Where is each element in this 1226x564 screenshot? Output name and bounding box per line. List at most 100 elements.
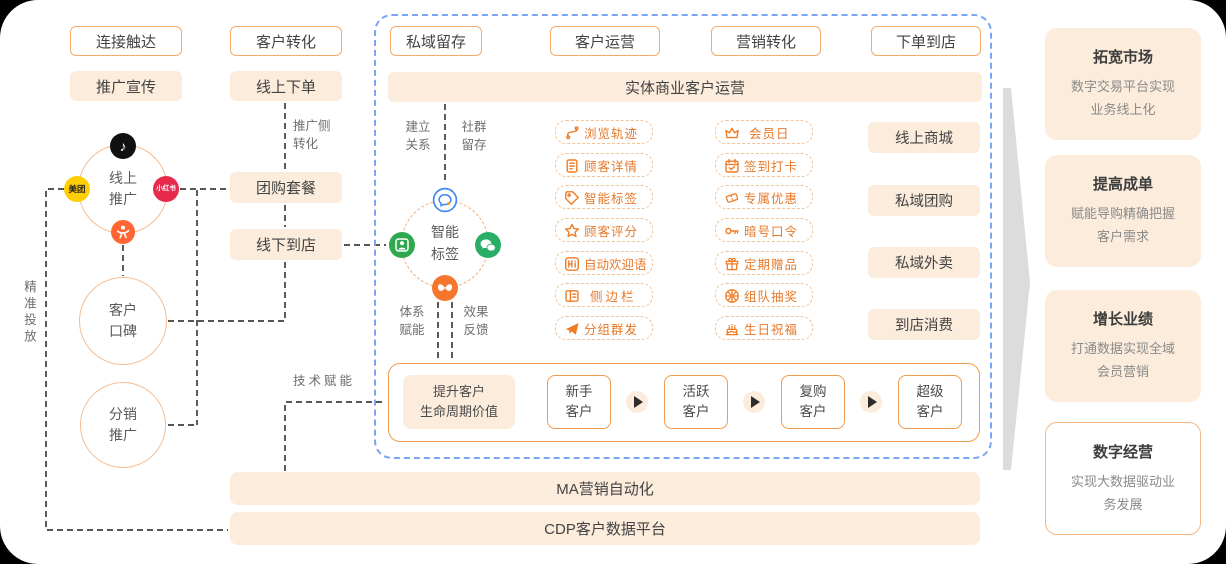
cdp-platform-bar: CDP客户数据平台 <box>230 512 980 545</box>
weimob-icon <box>432 275 458 301</box>
reach-header-label: 连接触达 <box>95 33 156 51</box>
wechat-icon <box>475 232 501 258</box>
gift-icon <box>725 257 739 270</box>
channel-private-groupbuy: 私域团购 <box>868 185 980 216</box>
dianping-figure-icon <box>116 225 130 239</box>
document-icon <box>566 158 578 173</box>
lifecycle-title-line1: 提升客户 <box>432 383 485 399</box>
customer-contact-icon <box>389 232 415 258</box>
flow-arrow-shape <box>1003 88 1030 470</box>
pd-banner: 实体商业客户运营 <box>388 72 982 102</box>
tag-icon <box>565 190 579 205</box>
feature-periodic-gift: 定期赠品 <box>715 251 813 275</box>
ma-platform-label: MA营销自动化 <box>556 481 654 498</box>
lifecycle-title-line2: 生命周期价值 <box>419 404 498 419</box>
reputation-circle: 客户口碑 <box>79 277 167 365</box>
convert-header: 客户转化 <box>230 26 342 56</box>
channel-private-takeout: 私域外卖 <box>868 247 980 278</box>
pd-header-operation-label: 客户运营 <box>574 33 635 51</box>
hi-greeting-icon <box>565 256 579 271</box>
feature-auto-welcome: 自动欢迎语 <box>555 251 653 275</box>
star-icon <box>565 223 579 237</box>
edge-label-line2: 转化 <box>293 137 319 152</box>
feature-checkin: 签到打卡 <box>715 153 813 177</box>
hub-label-community-retention: 社群留存 <box>461 120 487 152</box>
group-deal-node: 团购套餐 <box>230 172 342 203</box>
stage-super-customer: 超级客户 <box>898 375 962 429</box>
cake-icon <box>725 323 739 335</box>
stage-repurchase-customer: 复购客户 <box>781 375 845 429</box>
cdp-platform-label: CDP客户数据平台 <box>544 521 666 538</box>
lottery-wheel-icon <box>725 288 739 303</box>
crown-icon <box>725 127 739 138</box>
calendar-check-icon <box>725 158 739 173</box>
offline-store-label: 线下到店 <box>255 237 316 254</box>
next-stage-arrow-icon <box>860 391 882 413</box>
douyin-note-glyph: ♪ <box>119 138 127 154</box>
meituan-icon: 美团 <box>64 176 90 202</box>
feature-member-day: 会员日 <box>715 120 813 144</box>
online-order-node: 线上下单 <box>230 71 342 101</box>
feature-secret-code: 暗号口令 <box>715 218 813 242</box>
sidebar-icon <box>565 289 579 302</box>
hub-label-effect-feedback: 效果反馈 <box>463 305 489 337</box>
feature-browse-track: 浏览轨迹 <box>555 120 653 144</box>
dianping-icon <box>111 220 135 244</box>
feature-smart-tag: 智能标签 <box>555 185 653 209</box>
pd-header-operation: 客户运营 <box>550 26 660 56</box>
feature-exclusive-offer: 专属优惠 <box>715 185 813 209</box>
send-plane-icon <box>565 322 579 335</box>
pd-banner-label: 实体商业客户运营 <box>624 79 745 97</box>
tech-enable-edge-label: 技术赋能 <box>293 374 356 388</box>
convert-header-label: 客户转化 <box>255 33 316 51</box>
benefit-digital-operation: 数字经营 实现大数据驱动业务发展 <box>1045 422 1201 535</box>
benefit-improve-deals: 提高成单 赋能导购精确把握客户需求 <box>1045 155 1201 267</box>
distribution-label: 分销推广 <box>109 406 137 443</box>
ticket-icon <box>725 192 739 203</box>
promo-label: 推广宣传 <box>95 78 156 96</box>
reach-header: 连接触达 <box>70 26 182 56</box>
hub-label-system-enable: 体系赋能 <box>399 305 425 337</box>
stage-active-customer: 活跃客户 <box>664 375 728 429</box>
xiaohongshu-icon: 小红书 <box>153 176 179 202</box>
chat-service-icon <box>432 187 458 213</box>
feature-group-send: 分组群发 <box>555 316 653 340</box>
promo-side-conversion-edge-label: 推广侧 转化 <box>293 117 331 153</box>
stage-new-customer: 新手客户 <box>547 375 611 429</box>
xiaohongshu-label: 小红书 <box>156 184 176 192</box>
douyin-icon: ♪ <box>110 133 136 159</box>
pd-header-retention-label: 私域留存 <box>405 33 466 51</box>
reputation-label: 客户口碑 <box>109 302 137 339</box>
hub-label-build-relation: 建立关系 <box>405 120 431 152</box>
key-icon <box>725 227 739 234</box>
pd-header-marketing-label: 营销转化 <box>735 33 796 51</box>
benefit-grow-performance: 增长业绩 打通数据实现全域会员营销 <box>1045 290 1201 402</box>
route-icon <box>566 125 579 139</box>
online-order-label: 线上下单 <box>255 78 316 96</box>
online-promo-label: 线上推广 <box>109 170 137 207</box>
promo-node: 推广宣传 <box>70 71 182 101</box>
feature-customer-detail: 顾客详情 <box>555 153 653 177</box>
lifecycle-title: 提升客户 生命周期价值 <box>403 375 515 429</box>
edge-label-line1: 推广侧 <box>293 119 331 133</box>
feature-team-lottery: 组队抽奖 <box>715 283 813 307</box>
distribution-circle: 分销推广 <box>80 382 166 468</box>
ma-platform-bar: MA营销自动化 <box>230 472 980 505</box>
feature-sidebar: 侧边栏 <box>555 283 653 307</box>
smart-tag-hub-label: 智能标签 <box>431 224 459 262</box>
benefit-expand-market: 拓宽市场 数字交易平台实现业务线上化 <box>1045 28 1201 140</box>
pd-header-order-label: 下单到店 <box>895 33 956 51</box>
precision-targeting-edge-label: 精准投放 <box>22 280 36 346</box>
group-deal-label: 团购套餐 <box>255 180 316 197</box>
pd-header-marketing: 营销转化 <box>711 26 821 56</box>
next-stage-arrow-icon <box>743 391 765 413</box>
meituan-label: 美团 <box>68 183 86 194</box>
feature-birthday-wish: 生日祝福 <box>715 316 813 340</box>
channel-instore-consume: 到店消费 <box>868 309 980 340</box>
pd-header-order: 下单到店 <box>871 26 981 56</box>
private-domain-frame <box>374 14 992 459</box>
pd-header-retention: 私域留存 <box>390 26 482 56</box>
channel-online-mall: 线上商城 <box>868 122 980 153</box>
